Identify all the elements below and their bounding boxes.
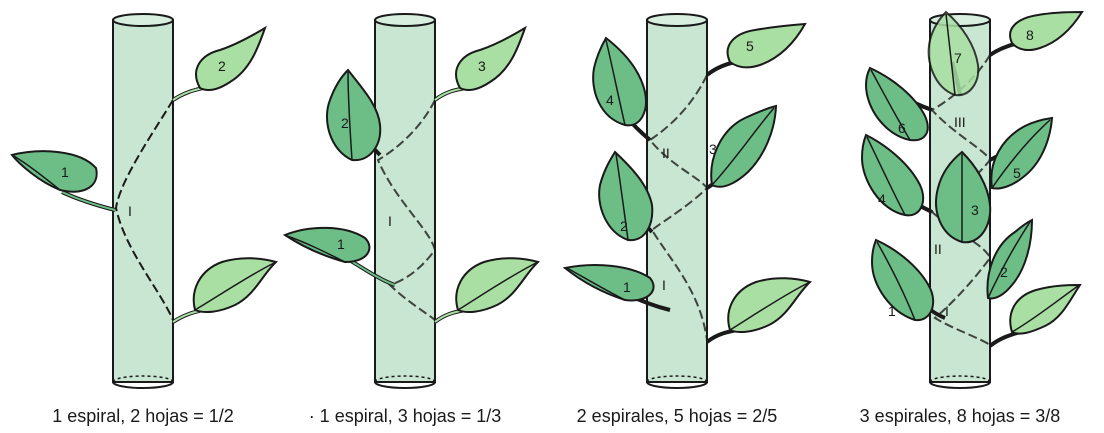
leaf-9-top — [988, 283, 1082, 348]
leaf-1 — [562, 264, 671, 312]
leaf-7 — [927, 10, 980, 97]
leaf-1 — [870, 238, 946, 322]
leaf-number: 5 — [1013, 165, 1021, 181]
leaf-number: 7 — [954, 50, 962, 66]
panel-3: 1 2 3 4 5 I II 2 espirales, 5 hojas = 2/… — [562, 13, 812, 426]
leaf-4 — [860, 133, 933, 217]
stem-cylinder — [646, 13, 708, 389]
leaf-number: 2 — [1000, 264, 1008, 280]
stem-cylinder — [374, 13, 436, 389]
leaf-5 — [989, 116, 1054, 190]
leaf-number: 2 — [341, 115, 349, 131]
leaf-number: 4 — [606, 92, 614, 108]
leaf-number: 1 — [623, 279, 631, 295]
leaf-3 — [935, 150, 992, 244]
leaf-number: 3 — [478, 58, 486, 74]
spiral-number: II — [662, 145, 670, 161]
panel-caption: 2 espirales, 5 hojas = 2/5 — [577, 406, 778, 426]
leaf-number: 3 — [709, 141, 717, 157]
panel-caption: 1 espiral, 2 hojas = 1/2 — [52, 406, 234, 426]
spiral-line — [114, 99, 174, 321]
spiral-line — [376, 99, 437, 321]
spiral-number: III — [954, 114, 966, 130]
leaf-3-top — [171, 257, 278, 324]
spiral-number: I — [388, 213, 392, 229]
leaf-2 — [986, 218, 1034, 300]
leaf-6 — [864, 66, 933, 142]
panel-2: 1 2 3 I · 1 espiral, 3 hojas = 1/3 — [282, 13, 540, 426]
leaf-6-top — [705, 277, 812, 344]
leaf-3 — [433, 25, 527, 102]
spiral-number: I — [128, 203, 132, 219]
leaf-1 — [10, 150, 116, 212]
leaf-3 — [705, 104, 778, 190]
spiral-line — [648, 74, 709, 341]
leaf-number: 1 — [888, 303, 896, 319]
leaf-8 — [988, 10, 1084, 57]
leaf-number: 4 — [878, 191, 886, 207]
leaf-number: 2 — [218, 58, 226, 74]
panel-caption: · 1 espiral, 3 hojas = 1/3 — [309, 406, 502, 426]
panel-4: 1 2 3 4 5 6 7 8 I II III 3 espirales, 8 … — [860, 10, 1084, 426]
leaf-4-top — [433, 257, 540, 324]
leaf-4 — [592, 36, 652, 142]
leaf-number: 3 — [971, 202, 979, 218]
spiral-line — [930, 54, 992, 346]
leaf-number: 1 — [61, 164, 69, 180]
leaf-2 — [326, 68, 382, 162]
stem-cylinder — [112, 13, 174, 389]
spiral-number: II — [934, 241, 942, 257]
leaf-2 — [171, 25, 267, 102]
spiral-number: I — [662, 277, 666, 293]
spiral-number: I — [945, 303, 949, 319]
leaf-number: 1 — [337, 236, 345, 252]
leaf-number: 8 — [1026, 27, 1034, 43]
leaf-number: 6 — [898, 120, 906, 136]
leaf-5 — [705, 22, 807, 77]
leaf-1 — [282, 226, 396, 287]
leaf-number: 5 — [746, 38, 754, 54]
panel-1: 1 2 I 1 espiral, 2 hojas = 1/2 — [10, 13, 278, 426]
panel-caption: 3 espirales, 8 hojas = 3/8 — [860, 406, 1061, 426]
leaf-number: 2 — [620, 218, 628, 234]
leaf-2 — [598, 150, 654, 242]
